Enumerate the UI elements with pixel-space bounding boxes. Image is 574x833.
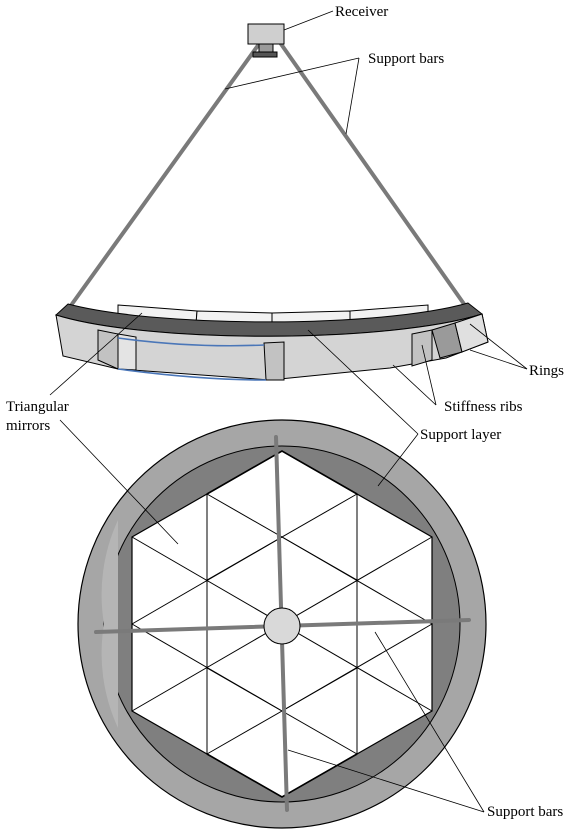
labels: Receiver Support bars Rings Stiffness ri… <box>6 4 564 820</box>
label-triangular-line2: mirrors <box>6 418 50 434</box>
label-rings: Rings <box>529 363 564 379</box>
label-receiver: Receiver <box>335 4 388 20</box>
support-layer-light-band <box>101 520 118 728</box>
label-support-bars-bottom: Support bars <box>487 804 563 820</box>
side-view <box>55 23 489 381</box>
leader-lines <box>49 10 528 813</box>
plan-view <box>77 419 487 829</box>
label-triangular-line1: Triangular <box>6 399 69 415</box>
label-support-bars-top: Support bars <box>368 51 444 67</box>
label-stiffness-ribs: Stiffness ribs <box>444 399 523 415</box>
dish-front-edge <box>117 337 267 381</box>
receiver <box>247 23 285 58</box>
support-bar-left <box>70 42 261 306</box>
central-hub <box>263 607 301 645</box>
dish-segments <box>97 313 489 381</box>
label-support-layer: Support layer <box>420 427 501 443</box>
support-bar-right <box>279 42 466 306</box>
